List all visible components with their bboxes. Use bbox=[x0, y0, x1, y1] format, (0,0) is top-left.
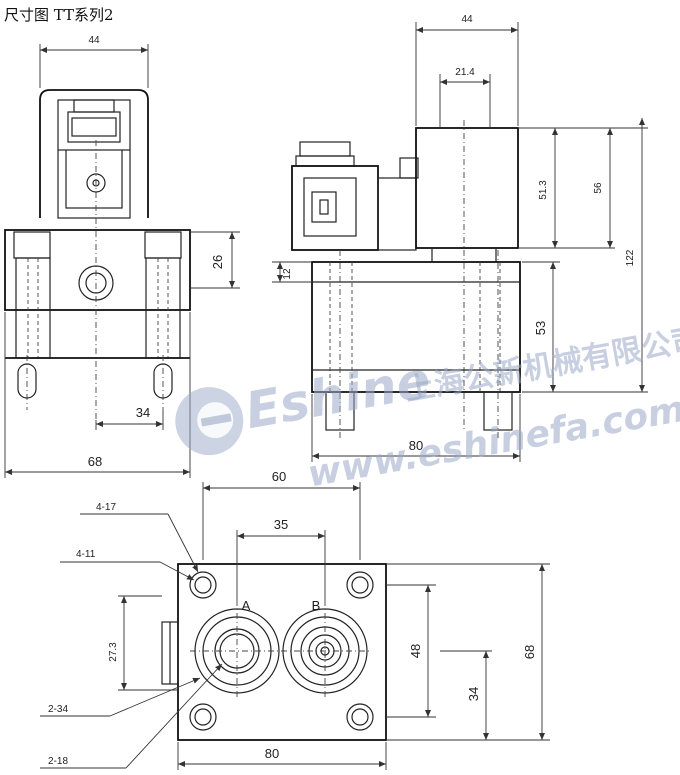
callout-bolt-holes: 4-11 bbox=[76, 549, 96, 560]
dim-side-flange: 12 bbox=[282, 268, 293, 280]
port-b-label: B bbox=[312, 598, 321, 613]
dim-bottom-hole-offset: 34 bbox=[466, 687, 481, 701]
dim-bottom-base-width: 80 bbox=[265, 746, 279, 761]
callout-mount-holes: 4-17 bbox=[96, 502, 116, 513]
front-view: 44 26 34 68 bbox=[4, 35, 240, 478]
callout-port-inner: 2-18 bbox=[48, 756, 68, 767]
watermark: Eshine 上海公新机械有限公司 www.eshinefa.com bbox=[175, 322, 680, 495]
side-view: 44 21.4 51.3 56 122 53 12 80 bbox=[272, 14, 648, 462]
dim-front-top-width: 44 bbox=[88, 35, 100, 46]
dim-side-inner-width: 21.4 bbox=[455, 67, 475, 78]
dim-side-top-width: 44 bbox=[461, 14, 473, 25]
dim-bottom-base-height: 68 bbox=[522, 645, 537, 659]
dim-side-overall-height: 122 bbox=[625, 249, 636, 266]
watermark-logo-icon bbox=[175, 387, 244, 456]
dim-front-right-height: 26 bbox=[210, 255, 225, 269]
dim-front-hole-spacing: 34 bbox=[136, 405, 150, 420]
dim-bottom-port-spacing: 35 bbox=[274, 517, 288, 532]
bottom-view: A B 60 35 4-17 4-11 27.3 2-34 bbox=[40, 469, 550, 770]
dim-bottom-port-height: 48 bbox=[408, 644, 423, 658]
page-title: 尺寸图 TT系列2 bbox=[4, 6, 114, 24]
dim-side-body-width: 80 bbox=[409, 438, 423, 453]
dim-side-body-height: 53 bbox=[533, 321, 548, 335]
callout-port-bore: 2-34 bbox=[48, 704, 68, 715]
dim-bottom-outer-spacing: 60 bbox=[272, 469, 286, 484]
dim-bottom-port-offset: 27.3 bbox=[108, 642, 119, 662]
port-a-label: A bbox=[242, 598, 251, 613]
dim-side-coil-height: 51.3 bbox=[538, 180, 549, 200]
dim-side-head-height: 56 bbox=[593, 182, 604, 194]
dim-front-overall-width: 68 bbox=[88, 454, 102, 469]
